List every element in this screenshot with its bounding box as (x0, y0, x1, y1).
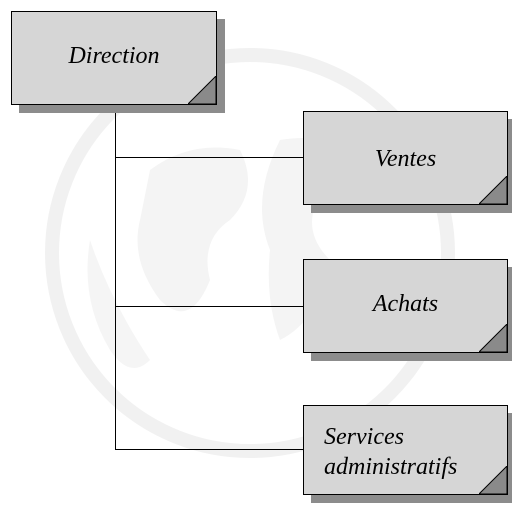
node-label: Direction (68, 43, 160, 69)
folded-corner-icon (188, 76, 216, 104)
node-label: Achats (372, 291, 439, 317)
branch-connector-achats (115, 306, 303, 307)
branch-connector-services (115, 449, 303, 450)
folded-corner-icon (479, 324, 507, 352)
node-label-line-2: administratifs (324, 454, 458, 480)
node-ventes[interactable]: Ventes (303, 111, 508, 205)
node-achats[interactable]: Achats (303, 259, 508, 353)
node-direction[interactable]: Direction (11, 11, 217, 105)
folded-corner-icon (479, 466, 507, 494)
folded-corner-icon (479, 176, 507, 204)
node-label: Ventes (374, 146, 437, 172)
node-label-line-1: Services (324, 424, 404, 450)
branch-connector-ventes (115, 157, 303, 158)
node-services-administratifs[interactable]: Services administratifs (303, 405, 508, 495)
trunk-connector (115, 104, 116, 450)
